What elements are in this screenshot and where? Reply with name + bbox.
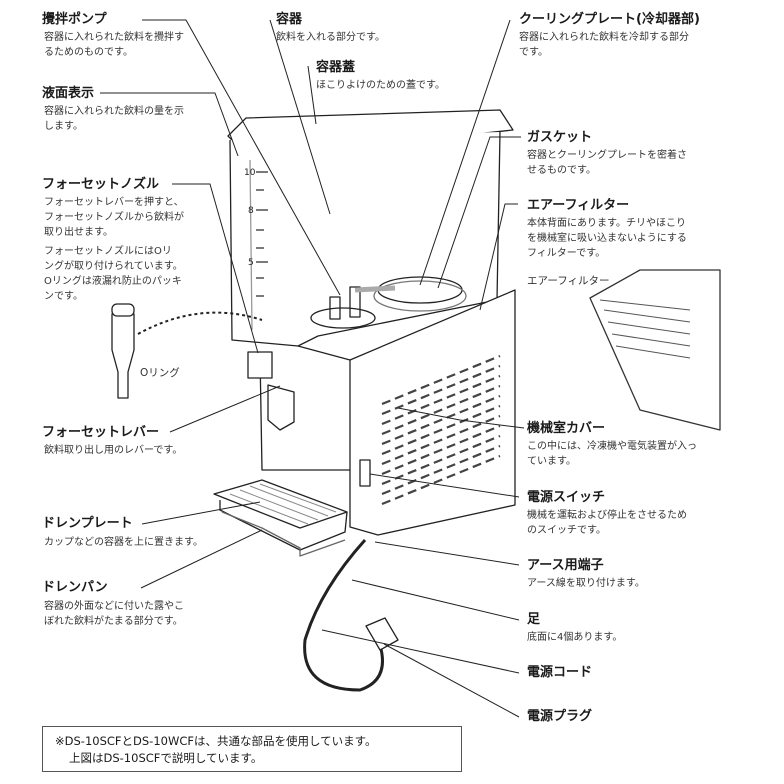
level-indicator-desc-line: します。: [44, 121, 83, 132]
ground-terminal-desc-line: アース線を取り付けます。: [527, 578, 645, 589]
cooling-plate-desc-line: 容器に入れられた飲料を冷却する部分: [519, 32, 689, 43]
cooling-plate-desc-line: です。: [519, 47, 548, 58]
foot-desc: 底面に4個あります。: [527, 630, 622, 645]
faucet-nozzle-title: フォーセットノズル: [42, 177, 160, 192]
power-switch-title: 電源スイッチ: [527, 490, 606, 505]
container-title: 容器: [276, 12, 303, 27]
faucet-nozzle-desc-line: フォーセットレバーを押すと、: [44, 197, 184, 208]
air-filter-inset: [589, 269, 721, 431]
faucet-lever-title: フォーセットレバー: [42, 425, 160, 440]
faucet-nozzle-desc-line: フォーセットノズルから飲料が: [44, 212, 184, 223]
level-indicator-desc: 容器に入れられた飲料の量を示 します。: [44, 104, 184, 134]
gasket-desc: 容器とクーリングプレートを密着さ せるものです。: [527, 148, 687, 178]
faucet-lever-shape: [267, 384, 295, 431]
air-filter-desc-line: フィルターです。: [527, 248, 606, 259]
air-filter-title: エアーフィルター: [527, 198, 630, 213]
ground-terminal-desc: アース線を取り付けます。: [527, 576, 645, 591]
stirring-pump-desc: 容器に入れられた飲料を攪拌す るためのものです。: [44, 30, 184, 60]
o-ring-label: Oリング: [140, 367, 180, 379]
drain-pan-desc-line: ぼれた飲料がたまる部分です。: [44, 616, 183, 627]
faucet-nozzle-desc-line: フォーセットノズルにはOリ: [44, 246, 172, 257]
cooling-plate-desc: 容器に入れられた飲料を冷却する部分 です。: [519, 30, 689, 60]
gasket-desc-line: 容器とクーリングプレートを密着さ: [527, 150, 687, 161]
container-desc-line: 飲料を入れる部分です。: [276, 32, 385, 43]
machine-cover-title: 機械室カバー: [527, 421, 606, 436]
air-filter-desc: 本体背面にあります。チリやほこり を機械室に吸い込まないようにする フィルターで…: [527, 216, 687, 261]
ground-terminal-title: アース用端子: [527, 558, 604, 573]
drain-pan-title: ドレンパン: [42, 580, 108, 595]
drain-pan-desc-line: 容器の外面などに付いた露やこ: [44, 601, 184, 612]
drain-plate-desc: カップなどの容器を上に置きます。: [44, 535, 203, 550]
container-lid-title: 容器蓋: [316, 60, 356, 75]
drain-pan-desc: 容器の外面などに付いた露やこ ぼれた飲料がたまる部分です。: [44, 599, 184, 629]
gasket-desc-line: せるものです。: [527, 165, 596, 176]
note-line-2: 上図はDS-10SCFで説明しています。: [69, 751, 263, 765]
level-indicator-title: 液面表示: [42, 86, 95, 101]
stirring-pump-desc-line: るためのものです。: [44, 47, 133, 58]
note-box: ※DS-10SCFとDS-10WCFは、共通な部品を使用しています。 上図はDS…: [42, 726, 462, 772]
power-plug-title: 電源プラグ: [527, 709, 593, 724]
air-filter-desc-line: を機械室に吸い込まないようにする: [527, 233, 687, 244]
power-cord-title: 電源コード: [527, 665, 593, 680]
faucet-nozzle-desc-line: ンです。: [44, 291, 83, 302]
container-lid-desc: ほこりよけのための蓋です。: [316, 78, 445, 93]
scale-tick-label-10: 10: [244, 168, 256, 178]
air-filter-desc-line: 本体背面にあります。チリやほこり: [527, 218, 686, 229]
scale-tick-label-8: 8: [248, 206, 254, 216]
level-indicator-desc-line: 容器に入れられた飲料の量を示: [44, 106, 184, 117]
stirring-pump-shape: [310, 307, 376, 329]
faucet-nozzle-shape: [111, 313, 135, 399]
foot-title: 足: [527, 612, 541, 627]
note-line-1: ※DS-10SCFとDS-10WCFは、共通な部品を使用しています。: [55, 734, 377, 748]
power-cord-shape: [303, 538, 384, 692]
power-switch-desc: 機械を運転および停止をさせるため のスイッチです。: [527, 508, 687, 538]
power-switch-desc-line: のスイッチです。: [527, 525, 606, 536]
faucet-lever-desc-line: 飲料取り出し用のレバーです。: [44, 445, 183, 456]
container-desc: 飲料を入れる部分です。: [276, 30, 385, 45]
faucet-nozzle-desc-line: ングが取り付けられています。: [44, 261, 183, 272]
foot-desc-line: 底面に4個あります。: [527, 632, 623, 643]
machine-cabinet-shape: [297, 289, 516, 536]
machine-cover-desc-line: この中には、冷凍機や電気装置が入っ: [527, 441, 697, 452]
stirring-pump-title: 攪拌ポンプ: [42, 12, 107, 27]
machine-cover-desc-line: ています。: [527, 456, 576, 467]
faucet-nozzle-desc-line: Oリングは液漏れ防止のパッキ: [44, 276, 182, 287]
cooling-plate-title: クーリングプレート(冷却器部): [519, 12, 700, 27]
drain-plate-title: ドレンプレート: [42, 516, 133, 531]
stirring-pump-desc-line: 容器に入れられた飲料を攪拌す: [44, 32, 184, 43]
gasket-title: ガスケット: [527, 130, 593, 145]
power-switch-desc-line: 機械を運転および停止をさせるため: [527, 510, 687, 521]
machine-cover-desc: この中には、冷凍機や電気装置が入っ ています。: [527, 439, 697, 469]
air-filter-inset-label: エアーフィルター: [527, 275, 610, 287]
drain-pan-shape: [221, 511, 346, 557]
faucet-lever-desc: 飲料取り出し用のレバーです。: [44, 443, 182, 458]
drain-plate-desc-line: カップなどの容器を上に置きます。: [44, 537, 203, 548]
faucet-nozzle-desc: フォーセットレバーを押すと、 フォーセットノズルから飲料が 取り出せます。 フォ…: [44, 195, 184, 304]
scale-tick-label-5: 5: [248, 258, 254, 268]
power-switch-shape: [359, 459, 371, 487]
container-shape: [229, 131, 501, 347]
container-lid-desc-line: ほこりよけのための蓋です。: [316, 80, 445, 91]
drain-plate-shape: [213, 479, 348, 529]
faucet-nozzle-desc-line: 取り出せます。: [44, 227, 113, 238]
